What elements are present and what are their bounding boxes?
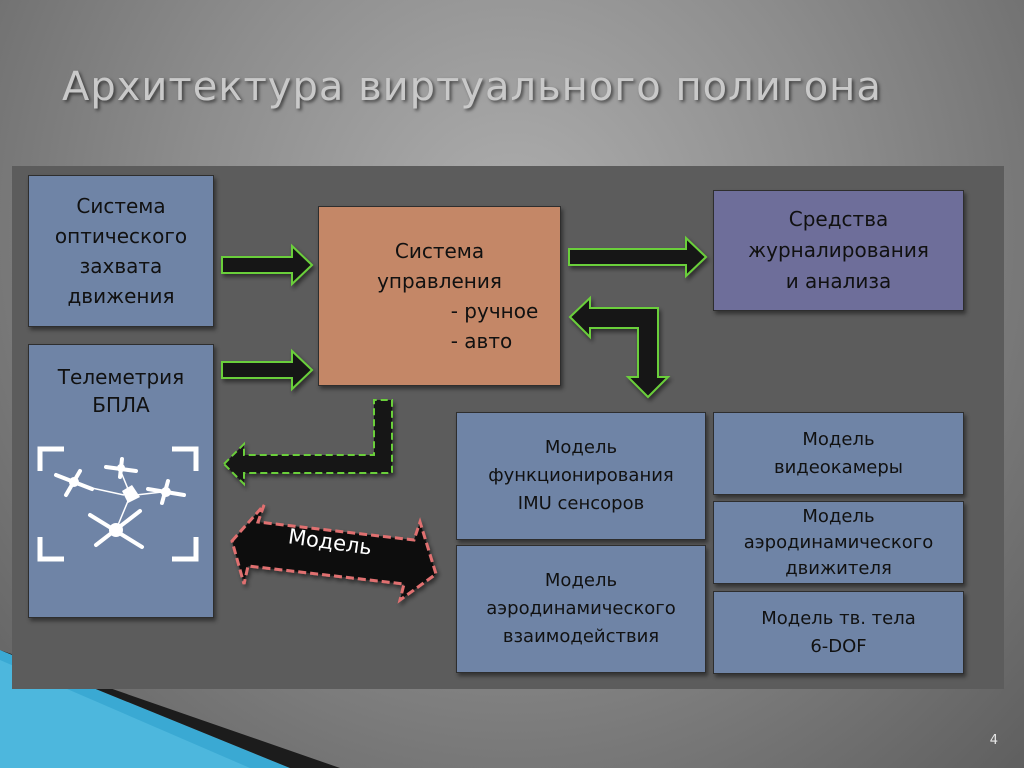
page-number: 4 [989, 733, 998, 748]
box-uav-telemetry: Телеметрия БПЛА [28, 344, 214, 618]
box-logging-analysis: Средства журналирования и анализа [713, 190, 964, 311]
box-rigid-body-model: Модель тв. тела 6-DOF [713, 591, 964, 674]
box-aerodynamic-interaction-model: Модель аэродинамического взаимодействия [456, 545, 706, 673]
box-imu-model: Модель функционирования IMU сенсоров [456, 412, 706, 540]
box-label-line: БПЛА [92, 393, 150, 417]
box-label-line: Система [394, 239, 485, 263]
control-mode-auto: - авто [450, 329, 513, 353]
box-label-line: оптического [54, 224, 188, 248]
box-label-line: Модель [544, 570, 618, 591]
box-label-line: Модель [802, 428, 875, 450]
arrow-telemetry-to-control [221, 348, 314, 392]
box-label-line: захвата [79, 254, 163, 278]
box-label-line: журналирования [748, 238, 929, 262]
box-label-line: Модель тв. тела [761, 607, 916, 629]
box-label-line: взаимодействия [502, 626, 660, 647]
control-mode-manual: - ручное [450, 299, 539, 323]
arrow-models-to-telemetry [222, 399, 393, 487]
arrow-model-bidirectional [230, 504, 438, 604]
box-control-system: Система управления - ручное - авто [318, 206, 561, 386]
box-propulsion-model: Модель аэродинамического движителя [713, 501, 964, 584]
box-label-line: Модель [802, 505, 875, 527]
box-label-line: Телеметрия [57, 365, 185, 389]
box-label-line: 6-DOF [810, 635, 867, 657]
box-label-line: функционирования [488, 465, 674, 486]
arrow-bidirectional-control-models [568, 295, 671, 399]
box-label-line: Система [76, 194, 166, 218]
slide-title: Архитектура виртуального полигона [62, 64, 882, 110]
box-label-line: аэродинамического [486, 598, 676, 619]
box-label-line: Средства [788, 207, 889, 231]
box-label-line: и анализа [785, 269, 892, 293]
box-label-line: видеокамеры [773, 456, 904, 478]
box-label-line: движения [67, 284, 175, 308]
box-optical-motion-capture: Система оптического захвата движения [28, 175, 214, 327]
box-label-line: управления [377, 269, 502, 293]
box-camera-model: Модель видеокамеры [713, 412, 964, 495]
arrow-optical-to-control [221, 243, 314, 287]
box-label-line: IMU сенсоров [517, 493, 645, 514]
arrow-control-to-logging [568, 235, 708, 279]
box-label-line: аэродинамического [743, 531, 934, 553]
box-label-line: Модель [544, 437, 618, 458]
box-label-line: движителя [785, 557, 892, 579]
drone-swarm-icon [37, 446, 199, 562]
